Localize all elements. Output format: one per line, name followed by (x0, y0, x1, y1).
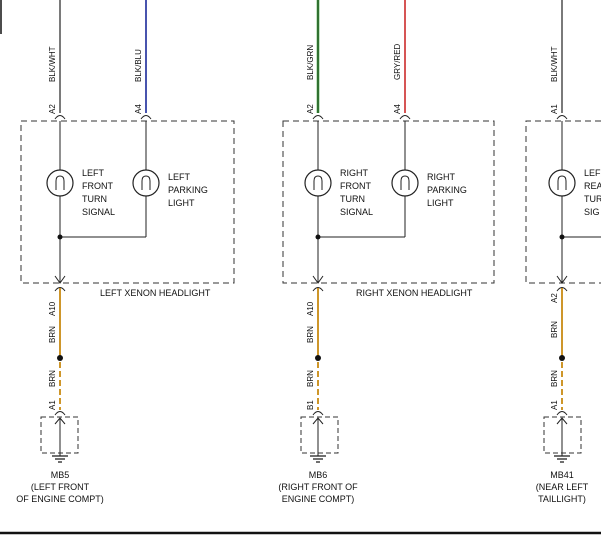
splice-dot (559, 355, 565, 361)
connector-chevron (556, 275, 568, 284)
splice-dot (315, 355, 321, 361)
bulb-label: LEFT PARKING LIGHT (168, 172, 208, 208)
connector-arc (140, 115, 152, 120)
ground-icon (554, 455, 570, 463)
pin-label: B1 (306, 400, 315, 410)
pin-label: A1 (550, 104, 559, 114)
pin-label: A1 (48, 400, 57, 410)
splice-dot (57, 234, 63, 240)
ground-desc: (RIGHT FRONT OF (278, 482, 358, 492)
bulb-icon (548, 169, 576, 197)
bulb-icon (46, 169, 74, 197)
ground-name: MB5 (51, 470, 70, 480)
bulb-label-line: SIG (584, 207, 600, 217)
bulb-label-line: TURN (340, 194, 365, 204)
component-box (282, 120, 495, 284)
component-box (20, 120, 235, 284)
connector-arc (312, 411, 324, 416)
bulb-label-line: LIGHT (168, 198, 195, 208)
component-box (525, 120, 601, 284)
connector-arc (556, 115, 568, 120)
bulb-label-line: REA (584, 181, 601, 191)
connector-arc (54, 411, 66, 416)
bulb-label-line: RIGHT (427, 172, 456, 182)
connector-arc (312, 115, 324, 120)
bulb-label-line: LEFT (168, 172, 191, 182)
ground-desc: ENGINE COMPT) (282, 494, 355, 504)
pin-label: A10 (306, 301, 315, 316)
pin-label: A2 (48, 104, 57, 114)
bulb-label-line: SIGNAL (340, 207, 373, 217)
ground-connector-box (300, 416, 339, 454)
pin-label: A2 (550, 293, 559, 303)
component-name: LEFT XENON HEADLIGHT (100, 288, 211, 298)
component-name: RIGHT XENON HEADLIGHT (356, 288, 473, 298)
connector-chevron (312, 275, 324, 284)
wire-label: BRN (550, 321, 559, 338)
splice-dot (559, 234, 565, 240)
pin-label: A10 (48, 301, 57, 316)
wire-label: BLK/GRN (306, 45, 315, 80)
wire-label: BRN (306, 326, 315, 343)
connector-arc (312, 287, 324, 292)
bulb-label-line: FRONT (82, 181, 113, 191)
ground-desc: OF ENGINE COMPT) (16, 494, 104, 504)
bulb-label-line: TURN (82, 194, 107, 204)
bulb-label: RIGHT PARKING LIGHT (427, 172, 467, 208)
bulb-label: LEFT FRONT TURN SIGNAL (82, 168, 115, 217)
connector-arc (399, 115, 411, 120)
bulb-label: LEF REA TUR SIG (584, 168, 601, 217)
ground-name: MB6 (309, 470, 328, 480)
ground-desc: TAILLIGHT) (538, 494, 586, 504)
ground-name: MB41 (550, 470, 574, 480)
ground-icon (310, 455, 326, 463)
bulb-label-line: LEF (584, 168, 601, 178)
pin-label: A2 (306, 104, 315, 114)
bulb-icon (132, 169, 160, 197)
splice-dot (57, 355, 63, 361)
bulb-icon (391, 169, 419, 197)
pin-label: A4 (393, 104, 402, 114)
wire-label: BLK/WHT (48, 46, 57, 82)
wire-label: BLK/BLU (134, 49, 143, 82)
connector-arc (556, 411, 568, 416)
bulb-label: RIGHT FRONT TURN SIGNAL (340, 168, 373, 217)
splice-dot (315, 234, 321, 240)
connector-arc (556, 287, 568, 292)
connector-arc (54, 115, 66, 120)
bulb-icon (304, 169, 332, 197)
bulb-label-line: LEFT (82, 168, 105, 178)
pin-label: A4 (134, 104, 143, 114)
wire-label: BRN (550, 370, 559, 387)
wire-label: BRN (48, 370, 57, 387)
bulb-label-line: RIGHT (340, 168, 369, 178)
wire-label: BRN (48, 326, 57, 343)
wire-label: BRN (306, 370, 315, 387)
bulb-label-line: PARKING (168, 185, 208, 195)
section-right-headlight: BLK/GRN GRY/RED A2 A4 RIGHT FRONT TURN S… (278, 0, 495, 504)
section-left-headlight: BLK/WHT BLK/BLU A2 A4 LEFT FRONT TURN SI… (16, 0, 235, 504)
bulb-label-line: SIGNAL (82, 207, 115, 217)
bulb-label-line: PARKING (427, 185, 467, 195)
bulb-label-line: FRONT (340, 181, 371, 191)
connector-arc (54, 287, 66, 292)
ground-desc: (LEFT FRONT (31, 482, 90, 492)
section-left-rear: BLK/WHT A1 LEF REA TUR SIG A2 BRN BRN A1 (525, 0, 601, 504)
wire-label: GRY/RED (393, 43, 402, 80)
bulb-label-line: TUR (584, 194, 601, 204)
wire-label: BLK/WHT (550, 46, 559, 82)
ground-icon (52, 455, 68, 463)
pin-label: A1 (550, 400, 559, 410)
bulb-label-line: LIGHT (427, 198, 454, 208)
ground-desc: (NEAR LEFT (536, 482, 589, 492)
connector-chevron (54, 275, 66, 284)
